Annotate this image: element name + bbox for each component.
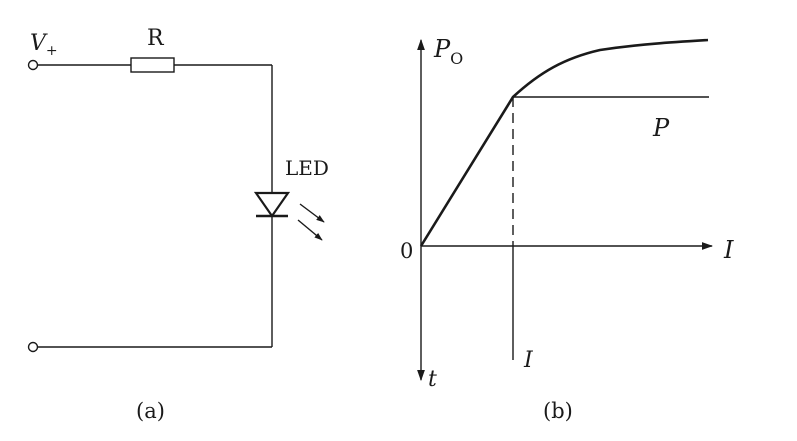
circuit-diagram: V+ R LED (a) <box>27 26 329 423</box>
led-symbol <box>253 191 291 218</box>
resistor-label: R <box>147 26 165 51</box>
light-arrow-2 <box>297 219 323 241</box>
supply-label: V+ <box>30 31 58 59</box>
caption-b: (b) <box>543 399 573 423</box>
origin-label: 0 <box>400 239 413 263</box>
x-axis-label: I <box>723 236 734 264</box>
diode-triangle <box>253 191 291 218</box>
supply-subscript: + <box>46 43 58 59</box>
diode-label: LED <box>285 156 329 180</box>
caption-a: (a) <box>136 399 165 423</box>
top-terminal <box>27 59 39 71</box>
level-label: P <box>652 114 670 142</box>
power-graph: PO 0 I t P I (b) <box>400 35 734 423</box>
bottom-terminal <box>27 341 39 353</box>
y-axis-label: PO <box>433 35 463 68</box>
y-axis-subscript: O <box>450 49 463 68</box>
resistor <box>130 57 175 73</box>
down-axis-label: t <box>428 367 437 392</box>
power-curve <box>419 38 709 247</box>
marker-label: I <box>523 348 534 373</box>
light-arrow-1 <box>299 203 325 223</box>
